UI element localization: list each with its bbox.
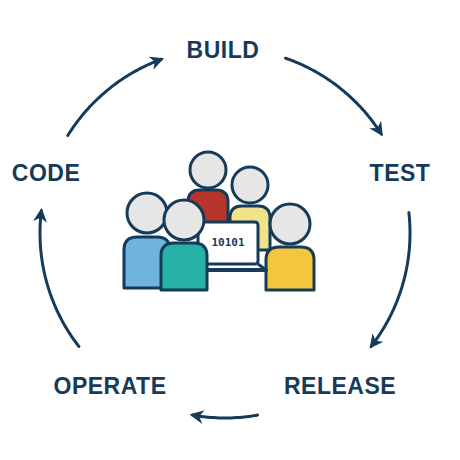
person-head xyxy=(190,152,226,188)
team-illustration xyxy=(124,152,314,290)
person-head xyxy=(164,200,204,240)
person-head xyxy=(270,204,310,244)
person-head xyxy=(127,193,167,233)
stage-label: TEST xyxy=(370,160,431,187)
stage-label: OPERATE xyxy=(54,373,167,400)
cycle-arrow xyxy=(192,415,257,418)
stage-label: RELEASE xyxy=(284,373,396,400)
person-body xyxy=(161,243,207,290)
stage-node: OPERATE xyxy=(54,373,167,400)
stage-node: CODE xyxy=(12,160,80,187)
cycle-arrow xyxy=(286,58,382,134)
stage-label: CODE xyxy=(12,160,80,187)
cycle-arrow xyxy=(371,213,410,347)
laptop-binary: 10101 xyxy=(211,236,244,249)
stage-label: BUILD xyxy=(187,37,260,64)
cycle-arrow xyxy=(40,211,79,347)
person-body xyxy=(266,247,314,290)
stage-node: TEST xyxy=(370,160,431,187)
stage-node: BUILD xyxy=(187,37,260,64)
stage-node: RELEASE xyxy=(284,373,396,400)
cycle-arrow xyxy=(68,59,162,135)
person-head xyxy=(232,167,268,203)
